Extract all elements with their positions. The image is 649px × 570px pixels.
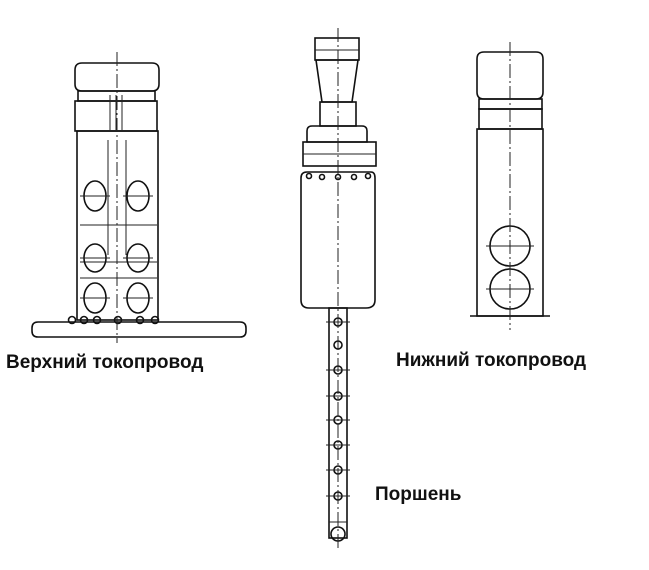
piston-cylinder	[300, 171, 376, 309]
lower-conductor-drawing	[470, 42, 550, 330]
piston-nut-upper	[306, 125, 368, 143]
piston-drawing	[300, 28, 377, 550]
piston-top-cap	[314, 37, 360, 61]
upper-base-bolts	[67, 315, 160, 325]
piston-taper	[315, 59, 359, 103]
upper-clamp-holes	[80, 180, 153, 314]
piston-bolts	[305, 172, 372, 181]
upper-conductor-label: Верхний токопровод	[6, 352, 204, 373]
piston-label: Поршень	[375, 484, 462, 505]
lower-conductor-label: Нижний токопровод	[396, 350, 587, 371]
upper-base-plate	[31, 321, 247, 338]
upper-conductor-drawing	[31, 52, 247, 343]
